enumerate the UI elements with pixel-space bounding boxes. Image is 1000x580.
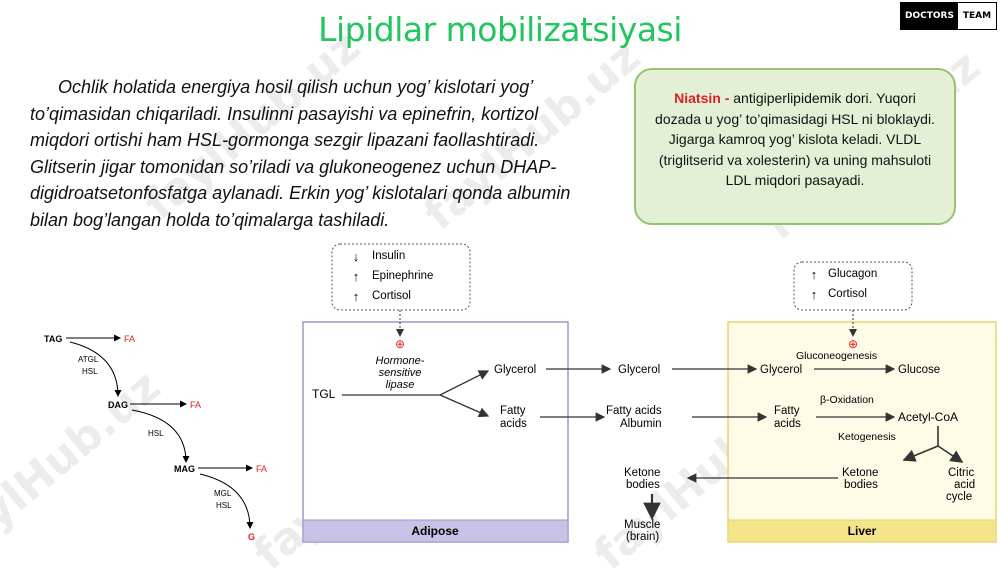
- hormone-insulin: Insulin: [372, 250, 405, 262]
- ketogenesis-label: Ketogenesis: [838, 431, 896, 443]
- note-keyword: Niatsin -: [674, 90, 730, 106]
- mag-g-arrow: [199, 473, 254, 529]
- tgl-label: TGL: [312, 387, 336, 401]
- liver-ketone-1: Ketone: [842, 467, 878, 479]
- hsl-label-2: HSL: [148, 429, 164, 438]
- enzyme-line-2: sensitive: [379, 367, 422, 379]
- muscle-2: (brain): [626, 531, 659, 543]
- niacin-note-box: Niatsin - antigiperlipidemik dori. Yuqor…: [634, 68, 956, 225]
- atgl-label: ATGL: [78, 355, 99, 364]
- tag-label: TAG: [44, 334, 62, 344]
- liver-fatty-1: Fatty: [774, 405, 800, 417]
- tgl-to-glycerol: [439, 370, 490, 396]
- blood-albumin: Albumin: [620, 418, 662, 430]
- mobilization-diagram: Adipose Liver ↓ Insulin ↑ Epinephrine ↑ …: [302, 243, 997, 543]
- note-text: antigiperlipidemik dori. Yuqori dozada u…: [655, 90, 935, 188]
- fa-label-1: FA: [124, 334, 135, 344]
- gluconeogenesis-label: Gluconeogenesis: [796, 350, 877, 362]
- tag-dag-arrow: [69, 341, 122, 397]
- adipose-glycerol: Glycerol: [494, 364, 536, 376]
- hormone-glucagon: Glucagon: [828, 268, 877, 280]
- arrow-down-icon: ↓: [353, 249, 360, 264]
- acetyl-to-ketone: [902, 445, 939, 462]
- tgl-to-fatty: [439, 394, 490, 418]
- liver-label-bar: [727, 519, 997, 543]
- adipose-compartment: [302, 321, 569, 543]
- citric-3: cycle: [946, 491, 972, 503]
- adipose-fatty-1: Fatty: [500, 405, 526, 417]
- arrow-up-icon: ↑: [353, 269, 360, 284]
- fa-label-3: FA: [256, 464, 267, 474]
- hormone-cortisol: Cortisol: [372, 290, 411, 302]
- acetyl-coa-label: Acetyl-CoA: [898, 410, 958, 424]
- dag-label: DAG: [108, 400, 128, 410]
- hormone-box-left: [331, 243, 471, 311]
- hormone-epinephrine: Epinephrine: [372, 270, 433, 282]
- liver-label: Liver: [848, 524, 877, 538]
- citric-2: acid: [954, 479, 975, 491]
- hsl-label-3: HSL: [216, 501, 232, 510]
- muscle-1: Muscle: [624, 519, 660, 531]
- logo-right-text: TEAM: [957, 3, 996, 29]
- plus-icon: ⊕: [848, 337, 858, 351]
- blood-fatty-acids: Fatty acids: [606, 405, 662, 417]
- arrow-up-icon: ↑: [811, 267, 818, 282]
- adipose-fatty-2: acids: [500, 418, 527, 430]
- fa-label-2: FA: [190, 400, 201, 410]
- acetyl-to-citric: [937, 445, 964, 463]
- mgl-label: MGL: [214, 489, 232, 498]
- enzyme-line-3: lipase: [386, 379, 415, 391]
- adipose-label-bar: [302, 519, 569, 543]
- page-title: Lipidlar mobilizatsiyasi: [318, 10, 682, 49]
- logo-left-text: DOCTORS: [901, 3, 958, 29]
- enzyme-line-1: Hormone-: [376, 355, 425, 367]
- liver-fatty-2: acids: [774, 418, 801, 430]
- brand-logo: DOCTORS TEAM: [900, 2, 997, 30]
- liver-ketone-2: bodies: [844, 479, 878, 491]
- adipose-label: Adipose: [411, 524, 459, 538]
- plus-icon: ⊕: [395, 337, 405, 351]
- beta-oxidation-label: β-Oxidation: [820, 394, 874, 406]
- arrow-up-icon: ↑: [811, 287, 818, 302]
- liver-glycerol: Glycerol: [760, 364, 802, 376]
- dag-mag-arrow: [131, 409, 190, 463]
- blood-glycerol: Glycerol: [618, 364, 660, 376]
- hormone-cortisol-right: Cortisol: [828, 288, 867, 300]
- citric-1: Citric: [948, 467, 974, 479]
- paragraph-text: Ochlik holatida energiya hosil qilish uc…: [30, 77, 571, 230]
- glucose-label: Glucose: [898, 364, 940, 376]
- liver-compartment: [727, 321, 997, 543]
- lipolysis-steps-diagram: TAG FA ATGL HSL DAG FA HSL MAG FA MGL HS…: [44, 334, 267, 542]
- blood-ketone-1: Ketone: [624, 467, 660, 479]
- g-label: G: [248, 532, 255, 542]
- hsl-label-1: HSL: [82, 367, 98, 376]
- mag-label: MAG: [174, 464, 195, 474]
- blood-ketone-2: bodies: [626, 479, 660, 491]
- description-paragraph: Ochlik holatida energiya hosil qilish uc…: [30, 74, 590, 233]
- arrow-up-icon: ↑: [353, 289, 360, 304]
